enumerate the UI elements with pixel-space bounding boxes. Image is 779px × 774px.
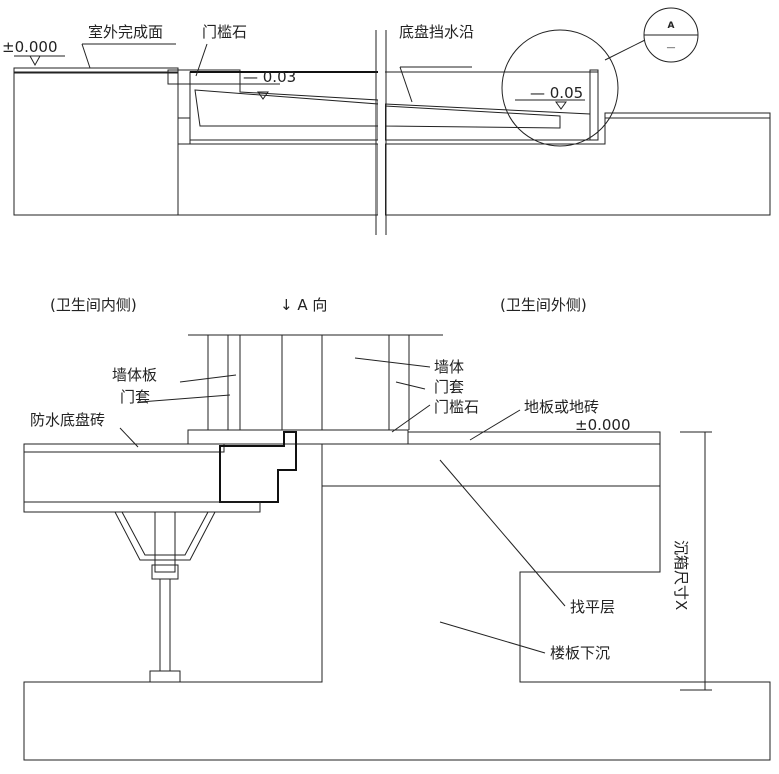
outdoor-finish-label: 室外完成面 bbox=[88, 23, 163, 41]
leveling-layer bbox=[321, 443, 661, 487]
sink-dimension-label: 沉箱尺寸X bbox=[672, 540, 690, 610]
wall-panel-facing bbox=[227, 334, 241, 431]
detail-circle bbox=[501, 29, 619, 147]
bottom-level-zero: ±0.000 bbox=[575, 416, 631, 434]
inside-label: (卫生间内侧) bbox=[50, 296, 137, 314]
threshold-stone-bottom bbox=[187, 429, 409, 445]
threshold-stone-label: 门槛石 bbox=[202, 23, 247, 41]
view-direction-label: ↓ A 向 bbox=[280, 296, 327, 314]
tray-step bbox=[219, 431, 297, 503]
sunken-slab bbox=[23, 485, 771, 761]
waterproof-tile bbox=[23, 443, 225, 453]
wall-panel-label: 墙体板 bbox=[112, 366, 157, 384]
level-005-label: — 0.05 bbox=[530, 84, 583, 102]
wall bbox=[321, 334, 390, 431]
slab-sunken-label: 楼板下沉 bbox=[550, 644, 610, 662]
tray-core-bottom bbox=[23, 451, 221, 503]
wall-label: 墙体 bbox=[434, 358, 464, 376]
threshold-stone bbox=[167, 69, 241, 85]
outdoor-slab bbox=[13, 71, 179, 216]
outside-label: (卫生间外侧) bbox=[500, 296, 587, 314]
leveling-layer-label: 找平层 bbox=[570, 598, 615, 616]
tray-core bbox=[194, 89, 379, 127]
wall-panel bbox=[239, 334, 283, 431]
detail-mark-sub: — bbox=[667, 43, 676, 53]
level-003-label: — 0.03 bbox=[243, 68, 296, 86]
door-frame-left-label: 门套 bbox=[120, 388, 150, 406]
door-frame-right-label: 门套 bbox=[434, 378, 464, 396]
waterproof-tile-label: 防水底盘砖 bbox=[30, 411, 105, 429]
tray-edge-label: 底盘挡水沿 bbox=[399, 23, 474, 41]
threshold-stone-bottom-label: 门槛石 bbox=[434, 398, 479, 416]
detail-mark-label: A bbox=[668, 21, 675, 31]
top-level-zero: ±0.000 bbox=[2, 38, 58, 56]
tray-edge bbox=[589, 69, 599, 141]
adjustable-support-stand bbox=[114, 511, 216, 683]
top-section: ±0.000 室外完成面 门槛石 底盘挡水沿 — 0.03 — 0.05 A — bbox=[2, 7, 771, 235]
floor-tile-label: 地板或地砖 bbox=[524, 398, 599, 416]
bottom-section: (卫生间内侧) ↓ A 向 (卫生间外侧) 沉箱尺寸X bbox=[23, 296, 771, 761]
